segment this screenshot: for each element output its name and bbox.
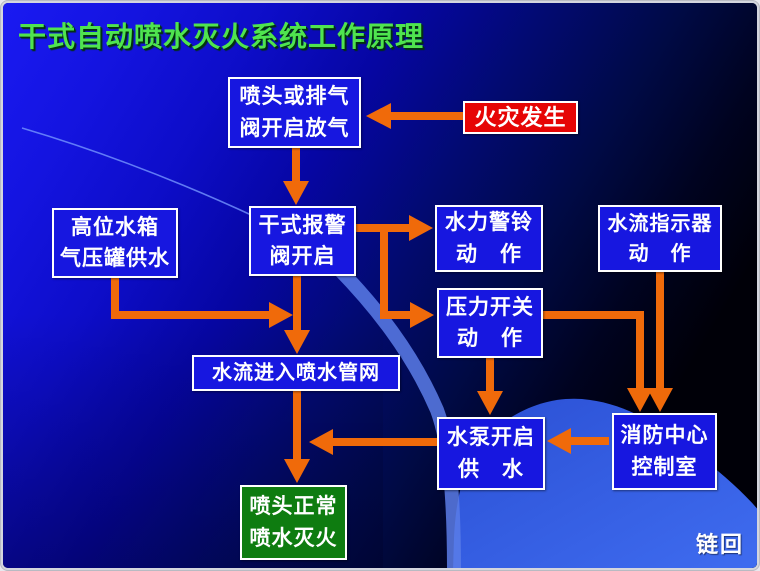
node-water-flow-indicator: 水流指示器 动 作 (598, 205, 722, 272)
arrow-indicator-to-center (647, 272, 673, 412)
footer-return-link[interactable]: 链回 (695, 532, 744, 557)
node-label: 消防中心 控制室 (620, 424, 709, 479)
arrow-tank-to-flowline (111, 278, 293, 328)
node-label: 火灾发生 (474, 105, 567, 130)
node-label: 干式报警 阀开启 (258, 213, 347, 269)
node-label: 高位水箱 气压罐供水 (60, 215, 170, 271)
node-label: 水泵开启 供 水 (447, 426, 535, 481)
node-fire-occurs: 火灾发生 (463, 101, 578, 134)
arrow-dryvalve-to-bell (353, 215, 433, 241)
arrow-pressure-to-pump (477, 358, 503, 415)
slide-title: 干式自动喷水灭火系统工作原理 (18, 21, 425, 52)
arrow-pipe-to-sprinkler (284, 391, 310, 483)
node-label: 压力开关 动 作 (446, 295, 534, 351)
arrow-center-to-pump (547, 428, 609, 454)
slide: 干式自动喷水灭火系统工作原理 喷头或排气 阀开启放气 火灾发生 高位水箱 气压罐… (3, 3, 757, 568)
arrow-pressure-to-center (543, 311, 653, 412)
node-label: 水流进入喷水管网 (212, 362, 380, 384)
node-label: 喷头正常 喷水灭火 (249, 495, 338, 550)
node-dry-alarm-valve-open: 干式报警 阀开启 (249, 206, 356, 276)
arrow-pump-to-flowline (309, 429, 437, 455)
node-sprinkler-or-vent-valve: 喷头或排气 阀开启放气 (228, 77, 361, 148)
arrow-fire-to-vent (366, 103, 463, 129)
node-water-alarm-bell: 水力警铃 动 作 (435, 205, 543, 272)
swoosh-highlight (332, 263, 461, 568)
node-pump-starts-supply: 水泵开启 供 水 (437, 417, 545, 490)
arrow-vent-to-dryvalve (283, 146, 309, 205)
node-pressure-switch: 压力开关 动 作 (437, 288, 543, 358)
node-label: 水流指示器 动 作 (607, 212, 713, 265)
node-water-enters-pipe-network: 水流进入喷水管网 (192, 355, 400, 391)
node-sprinkler-normal-spray: 喷头正常 喷水灭火 (240, 485, 347, 560)
arrow-dryvalve-to-pipe (284, 276, 310, 354)
node-label: 喷头或排气 阀开启放气 (239, 85, 350, 140)
node-elevated-tank-supply: 高位水箱 气压罐供水 (52, 208, 178, 278)
flow-arrows (111, 103, 673, 483)
arrow-dryvalve-to-pressure (380, 228, 434, 328)
node-label: 水力警铃 动 作 (445, 211, 533, 266)
node-fire-control-center: 消防中心 控制室 (612, 413, 717, 490)
